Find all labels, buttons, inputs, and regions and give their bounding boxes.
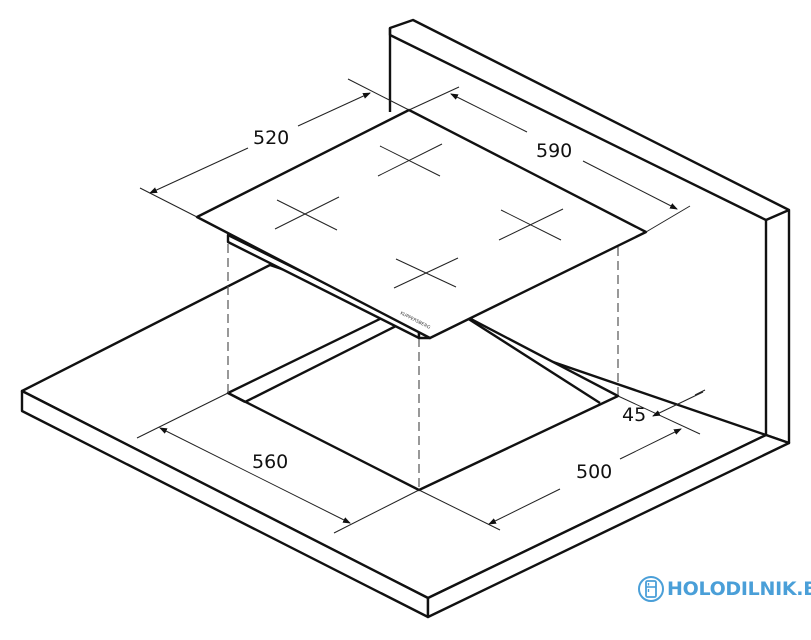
hob: KUPPERSBERG: [195, 108, 648, 340]
dimension-label: 560: [252, 451, 288, 473]
dimension-500: 500: [418, 395, 701, 531]
burner-cross: [377, 143, 443, 177]
dimension-560: 560: [136, 392, 420, 534]
dimension-590: 590: [408, 86, 691, 233]
dimension-label: 590: [536, 140, 572, 162]
watermark-text: HOLODILNIK.BY: [667, 578, 811, 600]
dimension-label: 45: [622, 404, 646, 426]
dimension-label: 500: [576, 461, 612, 483]
dimension-label: 520: [253, 127, 289, 149]
dimension-45: 45: [622, 389, 706, 426]
dimension-520: 520: [139, 78, 410, 218]
burner-cross: [393, 257, 459, 289]
projection-lines: [227, 244, 619, 490]
burner-cross: [274, 196, 340, 231]
burner-cross: [498, 208, 564, 241]
watermark: HOLODILNIK.BY: [638, 574, 811, 604]
fridge-icon: [638, 576, 664, 602]
